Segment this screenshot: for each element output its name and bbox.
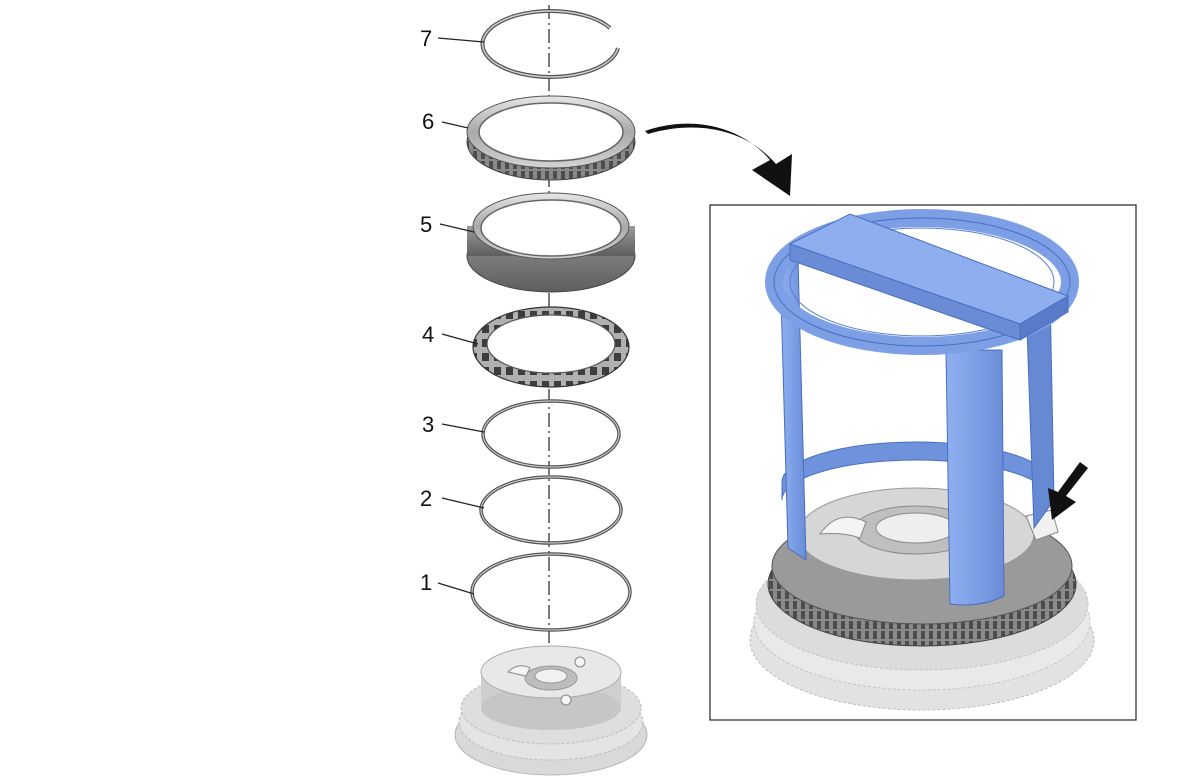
callout-3: 3	[422, 412, 485, 437]
curved-pointer-arrow	[645, 123, 792, 196]
part-4-roller-cage	[472, 306, 630, 388]
callout-label: 6	[422, 109, 434, 134]
callout-2: 2	[420, 486, 485, 511]
part-7-snap-ring	[480, 9, 620, 79]
callout-7: 7	[420, 26, 485, 51]
part-1-ring	[470, 552, 632, 632]
part-5-race-ring	[466, 192, 636, 293]
callout-6: 6	[422, 109, 469, 134]
callout-5: 5	[420, 212, 475, 237]
clutch-hub-base	[454, 645, 648, 776]
part-2-ring	[479, 475, 623, 545]
callout-label: 3	[422, 412, 434, 437]
callout-label: 2	[420, 486, 432, 511]
callout-label: 4	[422, 322, 434, 347]
detail-pointer-arrow	[1048, 462, 1088, 520]
part-3-ring	[481, 399, 621, 469]
callout-label: 7	[420, 26, 432, 51]
callout-4: 4	[422, 322, 479, 347]
callout-label: 5	[420, 212, 432, 237]
callout-1: 1	[420, 570, 475, 595]
part-6-toothed-ring	[466, 95, 636, 181]
special-tool	[765, 209, 1079, 606]
callout-label: 1	[420, 570, 432, 595]
